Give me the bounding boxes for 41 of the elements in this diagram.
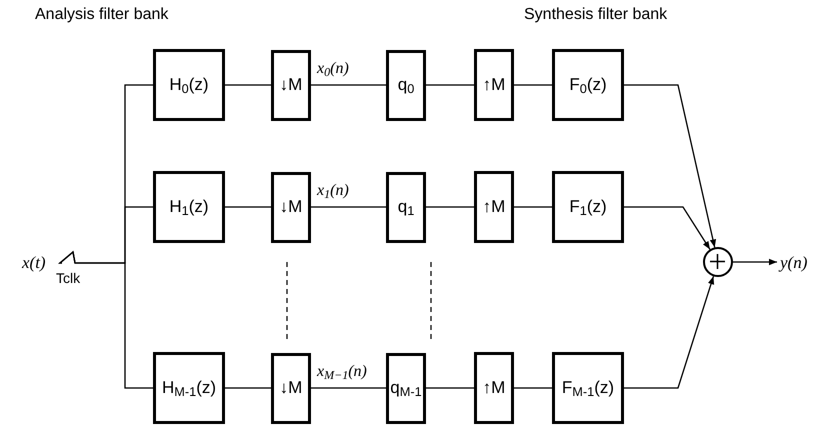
clock-label: Tclk	[56, 269, 80, 288]
downsampler-box: ↓M	[271, 352, 311, 424]
signal-line	[225, 84, 271, 86]
quantizer-box: q$_{M-1}$	[386, 352, 426, 424]
signal-line	[624, 276, 714, 389]
signal-line	[624, 84, 716, 248]
downsampler-box: ↓M	[271, 50, 311, 120]
signal-label: x(t)	[22, 250, 46, 274]
filter-box: H$_{M-1}$(z)	[153, 352, 225, 424]
upsampler-box: ↑M	[474, 171, 514, 243]
signal-line	[311, 387, 386, 389]
signal-line	[514, 387, 552, 389]
signal-line	[733, 258, 777, 266]
signal-line	[426, 84, 474, 86]
downsampler-box: ↓M	[271, 172, 311, 242]
switched-input-line	[58, 250, 153, 389]
signal-line	[514, 84, 552, 86]
section-title: Synthesis filter bank	[524, 5, 668, 25]
filter-box: F$_{0}$(z)	[552, 49, 624, 121]
upsampler-box: ↑M	[474, 352, 514, 424]
filter-box: H$_{0}$(z)	[153, 49, 225, 121]
signal-line	[311, 84, 386, 86]
filter-box: H$_{1}$(z)	[153, 171, 225, 243]
signal-line	[426, 206, 474, 208]
section-title: Analysis filter bank	[35, 5, 168, 25]
filter-box: F$_{M-1}$(z)	[552, 352, 624, 424]
summing-junction	[703, 247, 733, 277]
edge-label: x$_{M−1}$(n)	[317, 364, 367, 380]
signal-line	[225, 206, 271, 208]
signal-line	[624, 206, 710, 250]
edge-label: x$_{1}$(n)	[317, 183, 349, 199]
upsampler-box: ↑M	[474, 49, 514, 121]
quantizer-box: q$_{1}$	[386, 172, 426, 242]
signal-label: y(n)	[780, 250, 808, 274]
signal-line	[225, 387, 271, 389]
quantizer-box: q$_{0}$	[386, 50, 426, 120]
signal-line	[426, 387, 474, 389]
signal-line	[311, 206, 386, 208]
signal-line	[514, 206, 552, 208]
edge-label: x$_{0}$(n)	[317, 61, 349, 77]
filter-box: F$_{1}$(z)	[552, 171, 624, 243]
